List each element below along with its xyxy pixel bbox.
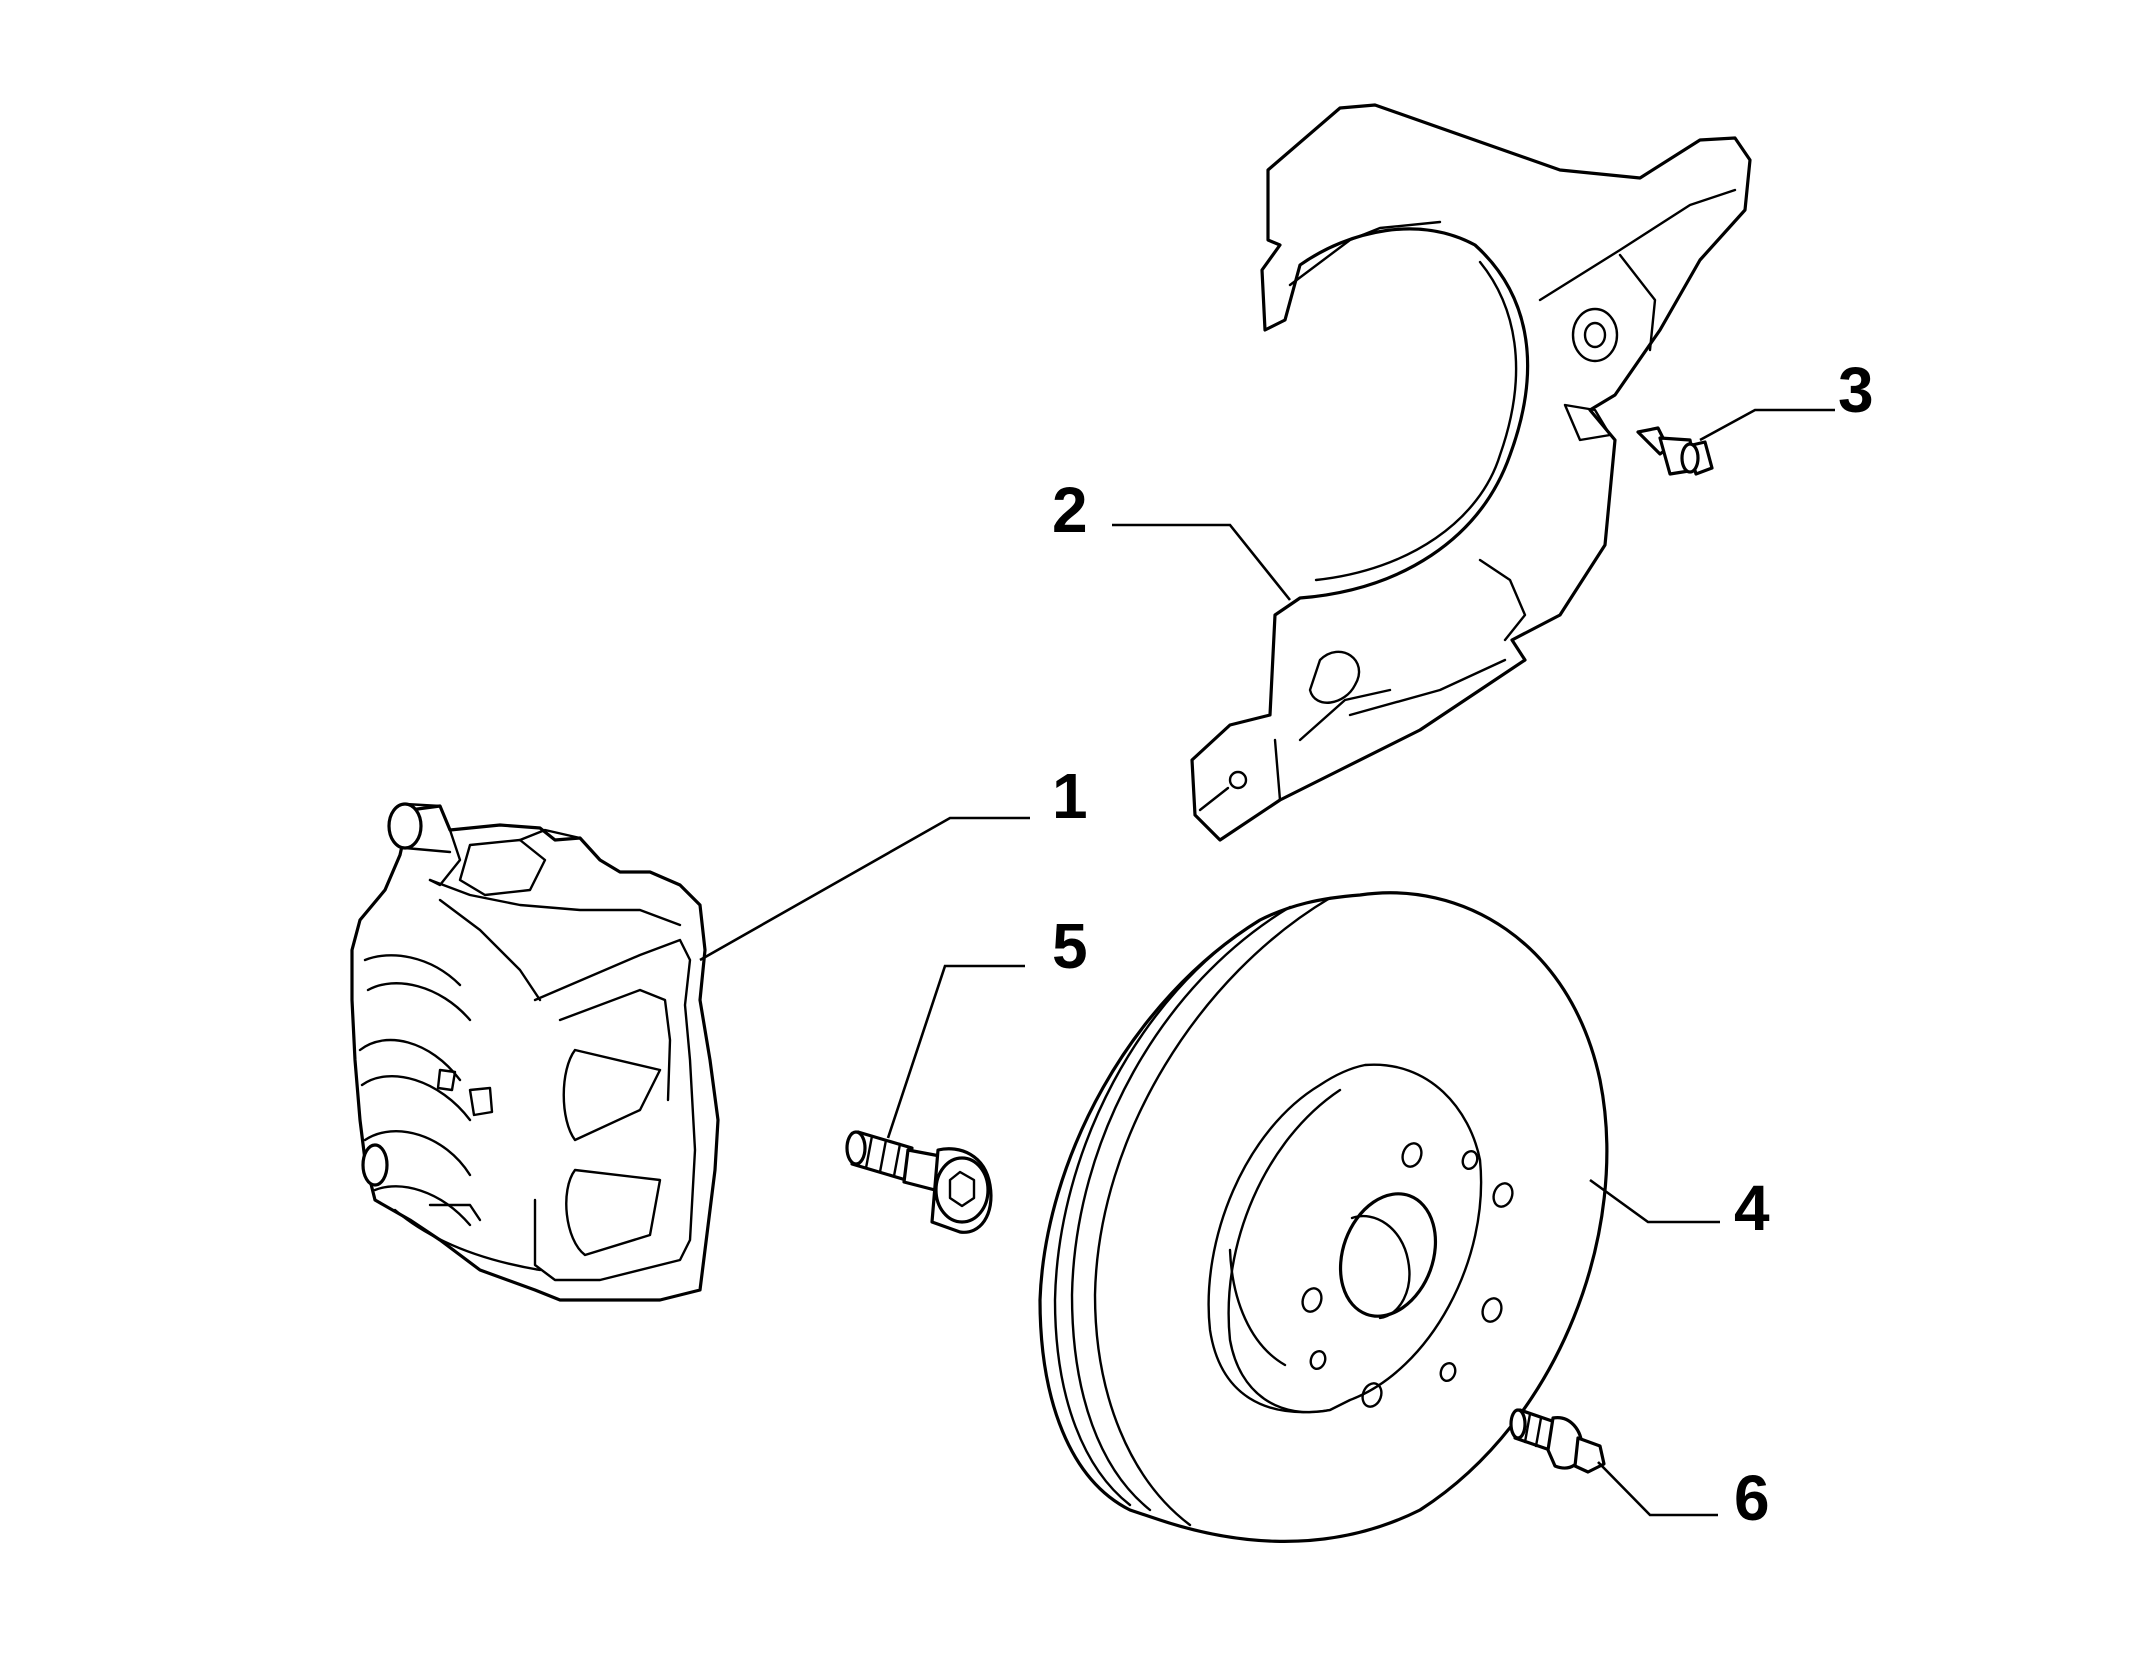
- leader-2: [1112, 523, 1292, 601]
- leader-3: [1699, 408, 1835, 442]
- leader-lines: [699, 408, 1835, 1517]
- callout-4: 4: [1734, 1172, 1770, 1244]
- leader-1: [699, 816, 1030, 962]
- callout-1: 1: [1052, 760, 1088, 832]
- part-3-shield-bolt[interactable]: [1636, 426, 1714, 476]
- callout-5: 5: [1052, 910, 1088, 982]
- part-2-dust-shield[interactable]: [1190, 103, 1752, 842]
- part-4-brake-disc[interactable]: [1038, 891, 1609, 1543]
- callout-6: 6: [1734, 1462, 1770, 1534]
- part-6-disc-screw[interactable]: [1509, 1408, 1606, 1474]
- callout-3: 3: [1838, 354, 1874, 426]
- callout-2: 2: [1052, 474, 1088, 546]
- part-1-brake-caliper[interactable]: [350, 802, 720, 1302]
- leader-4: [1589, 1178, 1720, 1224]
- part-5-caliper-bolt[interactable]: [845, 1130, 993, 1234]
- leader-6: [1597, 1461, 1718, 1517]
- leader-5: [886, 964, 1025, 1139]
